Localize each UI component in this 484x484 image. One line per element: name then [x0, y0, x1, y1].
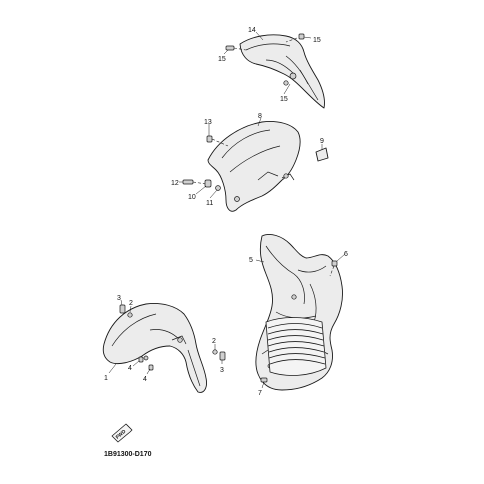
front-fender-part-1 [102, 303, 207, 393]
diagram-code: 1B91300-D170 [104, 451, 152, 458]
inner-panel-part-5 [255, 233, 343, 391]
callout-labels: 14 15 15 15 8 13 9 12 10 11 5 6 7 3 2 1 … [104, 27, 348, 397]
bolt-part-3-right [219, 351, 226, 361]
callout-4-right: 4 [143, 376, 147, 383]
nut-part-11 [215, 185, 221, 191]
clip-part-9 [315, 147, 329, 162]
callout-3-left: 3 [117, 295, 121, 302]
callout-7: 7 [258, 390, 262, 397]
callout-10: 10 [188, 194, 196, 201]
bolt-part-13 [206, 135, 229, 147]
washer-part-2-right [212, 349, 218, 355]
callout-15-lower: 15 [280, 96, 288, 103]
bolt-part-3-left [119, 304, 126, 314]
callout-12: 12 [171, 180, 179, 187]
callout-11: 11 [206, 200, 213, 207]
callout-15-right: 15 [313, 37, 321, 44]
callout-13: 13 [204, 119, 212, 126]
callout-1: 1 [104, 375, 108, 382]
bolt-part-15-left [225, 45, 247, 51]
rear-mudguard-part-14 [239, 34, 325, 109]
callout-4-left: 4 [128, 365, 132, 372]
callout-2-left: 2 [129, 300, 133, 307]
leader-lines [108, 31, 346, 389]
bolt-part-15-right [285, 33, 305, 43]
clip-part-7 [260, 377, 268, 383]
callout-6: 6 [344, 251, 348, 258]
bolt-part-12 [182, 179, 207, 185]
callout-9: 9 [320, 138, 324, 145]
callout-2-right: 2 [212, 338, 216, 345]
washer-part-2-left [127, 312, 133, 318]
callout-5: 5 [249, 257, 253, 264]
screw-part-4-right [148, 364, 154, 371]
fender-part-8 [207, 121, 301, 212]
callout-15-left: 15 [218, 56, 226, 63]
callout-14: 14 [248, 27, 256, 34]
collar-part-10 [204, 179, 212, 188]
screw-part-4-left [138, 356, 144, 363]
callout-3-right: 3 [220, 367, 224, 374]
screw-part-6 [329, 260, 338, 277]
fwd-arrow-icon: FWD [111, 423, 133, 443]
callout-8: 8 [258, 113, 262, 120]
